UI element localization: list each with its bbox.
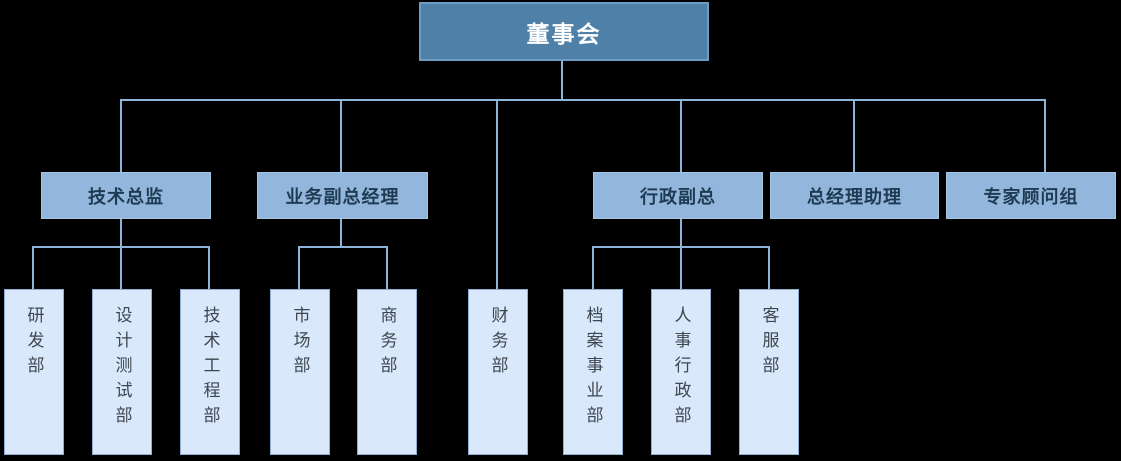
connector-biz-stub [340, 219, 342, 248]
connector-root-stub [561, 61, 563, 101]
connector-drop-design-testing [120, 246, 122, 290]
connector-drop-gm-assistant [853, 99, 855, 172]
connector-drop-business-deputy [340, 99, 342, 172]
connector-drop-finance-dept [496, 99, 498, 290]
connector-tech-stub [120, 219, 122, 248]
connector-drop-admin-deputy [680, 99, 682, 172]
connector-biz-rail [298, 246, 388, 248]
connector-drop-archives [592, 246, 594, 290]
node-marketing-dept: 市场部 [270, 289, 330, 455]
connector-top-rail [121, 99, 1046, 101]
node-technical-engineering-dept: 技术工程部 [180, 289, 240, 455]
connector-drop-technical-engineering [208, 246, 210, 290]
node-business-deputy-gm: 业务副总经理 [257, 172, 428, 219]
connector-drop-commerce [386, 246, 388, 290]
node-expert-advisory-group: 专家顾问组 [946, 172, 1116, 219]
node-technical-director: 技术总监 [41, 172, 211, 219]
node-admin-deputy-gm: 行政副总 [593, 172, 763, 219]
node-gm-assistant: 总经理助理 [770, 172, 939, 219]
node-design-testing-dept: 设计测试部 [92, 289, 152, 455]
node-hr-admin-dept: 人事行政部 [651, 289, 711, 455]
node-archives-division: 档案事业部 [563, 289, 623, 455]
connector-drop-customer-service [768, 246, 770, 290]
connector-drop-technical-director [120, 99, 122, 172]
connector-drop-marketing [298, 246, 300, 290]
connector-drop-expert-group [1044, 99, 1046, 172]
node-finance-dept: 财务部 [468, 289, 528, 455]
node-customer-service-dept: 客服部 [739, 289, 799, 455]
connector-drop-hr-admin [680, 246, 682, 290]
connector-admin-stub [680, 219, 682, 248]
node-rnd-dept: 研发部 [4, 289, 64, 455]
connector-drop-rnd [32, 246, 34, 290]
node-commerce-dept: 商务部 [357, 289, 417, 455]
node-board-of-directors: 董事会 [419, 2, 709, 61]
